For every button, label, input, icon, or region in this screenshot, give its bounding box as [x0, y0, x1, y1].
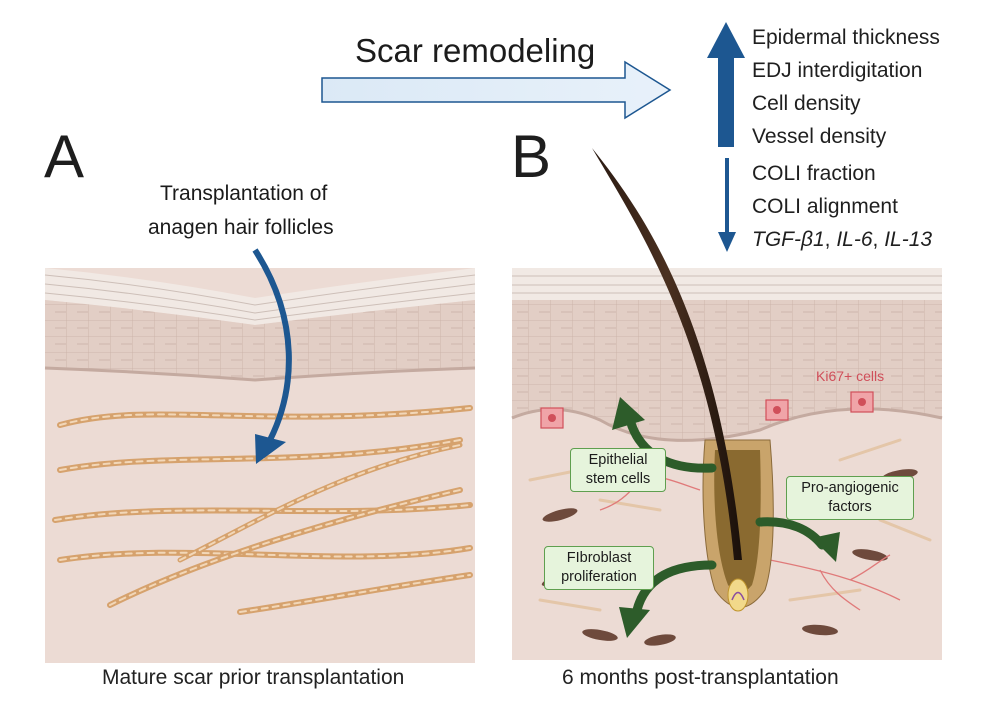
effect-coli-alignment: COLI alignment	[752, 195, 898, 218]
transplantation-arrow	[252, 248, 292, 464]
effect-epidermal-thickness: Epidermal thickness	[752, 26, 940, 49]
green-arrowheads	[612, 397, 840, 638]
epithelial-label-line2: stem cells	[585, 471, 651, 487]
panel-b-caption: 6 months post-transplantation	[562, 666, 839, 689]
cytokine-separator-2: ,	[872, 228, 885, 251]
cytokine-il6: IL-6	[836, 228, 873, 251]
transplantation-label-line1: Transplantation of	[160, 182, 328, 205]
panel-a-caption: Mature scar prior transplantation	[102, 666, 405, 689]
effect-cytokines: TGF-β1, IL-6, IL-13	[752, 228, 932, 252]
epithelial-stem-cells-box: Epithelial stem cells	[570, 448, 666, 492]
epithelial-label-line1: Epithelial	[588, 452, 648, 468]
cytokine-separator-1: ,	[824, 228, 837, 251]
panel-a-letter: A	[44, 123, 85, 190]
fibro-label-line2: proliferation	[561, 569, 637, 585]
effect-vessel-density: Vessel density	[752, 125, 887, 148]
cytokine-il13: IL-13	[884, 228, 933, 251]
transplantation-label-line2: anagen hair follicles	[148, 216, 334, 239]
effect-cell-density: Cell density	[752, 92, 861, 115]
fibroblast-proliferation-box: FIbroblast proliferation	[544, 546, 654, 590]
increase-arrow	[707, 22, 745, 147]
page-title: Scar remodeling	[355, 32, 596, 69]
panel-a-collagen-fibers	[52, 405, 473, 615]
effect-coli-fraction: COLI fraction	[752, 162, 876, 185]
ki67-cells-label: Ki67+ cells	[816, 368, 885, 384]
angio-label-line2: factors	[828, 499, 872, 515]
scar-remodeling-arrow	[321, 60, 672, 120]
ki67-cells	[540, 391, 874, 429]
fibro-label-line1: FIbroblast	[566, 550, 632, 566]
cytokine-tgfb1: TGF-β1	[752, 228, 825, 251]
pro-angiogenic-factors-box: Pro-angiogenic factors	[786, 476, 914, 520]
effect-edj-interdigitation: EDJ interdigitation	[752, 59, 923, 82]
angio-label-line1: Pro-angiogenic	[801, 480, 899, 496]
decrease-arrow	[718, 158, 736, 252]
panel-b-letter: B	[511, 123, 552, 190]
